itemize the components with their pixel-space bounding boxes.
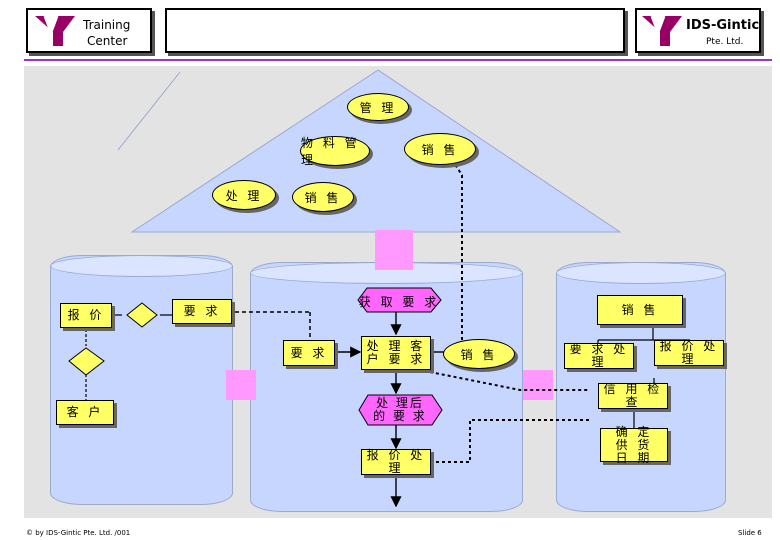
node-sales-center: 销 售 [443,339,515,369]
node-sales-top: 销 售 [404,133,476,165]
node-processing: 处 理 [212,180,276,210]
header-center-frame [165,8,625,53]
brand-sub: Pte. Ltd. [706,37,744,47]
node-sales-mid: 销 售 [292,182,354,212]
brand-name: IDS-Gintic [686,18,760,33]
decision-diamond-1 [126,302,158,328]
node-get-request-label: 获 取 要 求 [358,295,440,309]
node-request-left: 要 求 [172,299,232,324]
node-request-process: 要 求 处 理 [564,343,634,369]
node-customer-left: 客 户 [56,400,114,425]
connector-top [375,230,413,270]
decision-diamond-2 [68,347,108,377]
node-sales-right: 销 售 [597,295,683,325]
node-quote-left: 报 价 [60,303,112,328]
node-process-customer: 处 理 客 户 要 求 [361,336,431,370]
node-delivery-date: 确 定 供 货 日 期 [600,425,668,464]
node-management: 管 理 [347,93,409,121]
logo-right-icon [640,14,684,48]
node-get-request: 获 取 要 求 [357,287,442,313]
header-rule [24,59,772,61]
footer-copyright: © by IDS-Gintic Pte. Ltd. /001 [26,529,131,537]
node-credit-check: 信 用 检 查 [598,383,668,409]
connector-left [226,370,256,400]
connector-right [523,370,553,400]
header-left-frame [26,8,152,53]
footer-slide-number: Slide 6 [738,529,762,537]
header-title-line2: Center [87,34,128,48]
node-processed-request: 处 理后 的 要 求 [358,394,443,426]
node-quote-process-center: 报 价 处 理 [361,449,431,475]
node-processed-request-label: 处 理后 的 要 求 [373,396,427,423]
header-title-line1: Training [83,18,131,32]
node-request-center: 要 求 [283,340,335,366]
node-materials-mgmt: 物 料 管 理 [300,136,370,167]
cylinder-left [50,255,233,505]
logo-left-icon [33,14,77,48]
node-quote-process-right: 报 价 处 理 [654,340,724,366]
